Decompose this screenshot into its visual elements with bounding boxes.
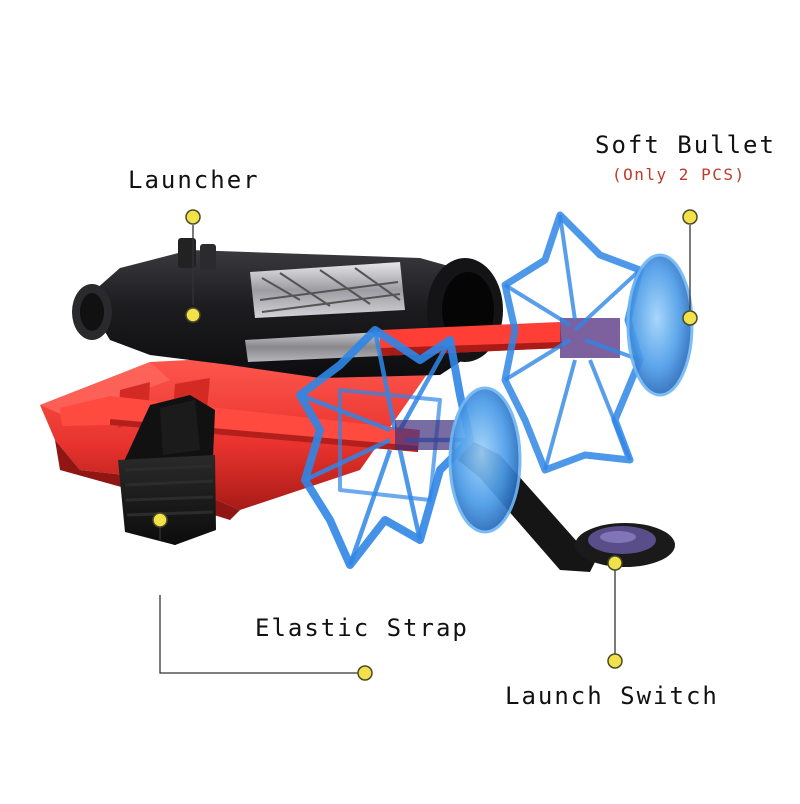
callout-dot-soft-bullet-top bbox=[682, 209, 698, 225]
callout-dot-launcher-top bbox=[185, 209, 201, 225]
callout-dot-launch-switch-end bbox=[607, 653, 623, 669]
leader-lines bbox=[159, 225, 691, 674]
label-soft-bullet-quantity: (Only 2 PCS) bbox=[612, 165, 746, 184]
callout-dot-elastic-strap bbox=[152, 512, 168, 528]
callout-dot-launcher bbox=[185, 307, 201, 323]
elastic-strap bbox=[118, 395, 216, 545]
label-soft-bullet: Soft Bullet bbox=[595, 131, 776, 159]
label-launcher: Launcher bbox=[128, 166, 260, 194]
callout-dot-elastic-strap-end bbox=[357, 665, 373, 681]
callout-dots bbox=[152, 209, 698, 681]
label-launch-switch: Launch Switch bbox=[505, 682, 719, 710]
leader-line-elastic-strap bbox=[159, 595, 360, 674]
callout-dot-launch-switch bbox=[607, 555, 623, 571]
soft-bullet-front bbox=[296, 326, 522, 569]
callout-dot-soft-bullet bbox=[682, 310, 698, 326]
soft-bullet-back bbox=[501, 211, 694, 474]
label-elastic-strap: Elastic Strap bbox=[255, 614, 469, 642]
